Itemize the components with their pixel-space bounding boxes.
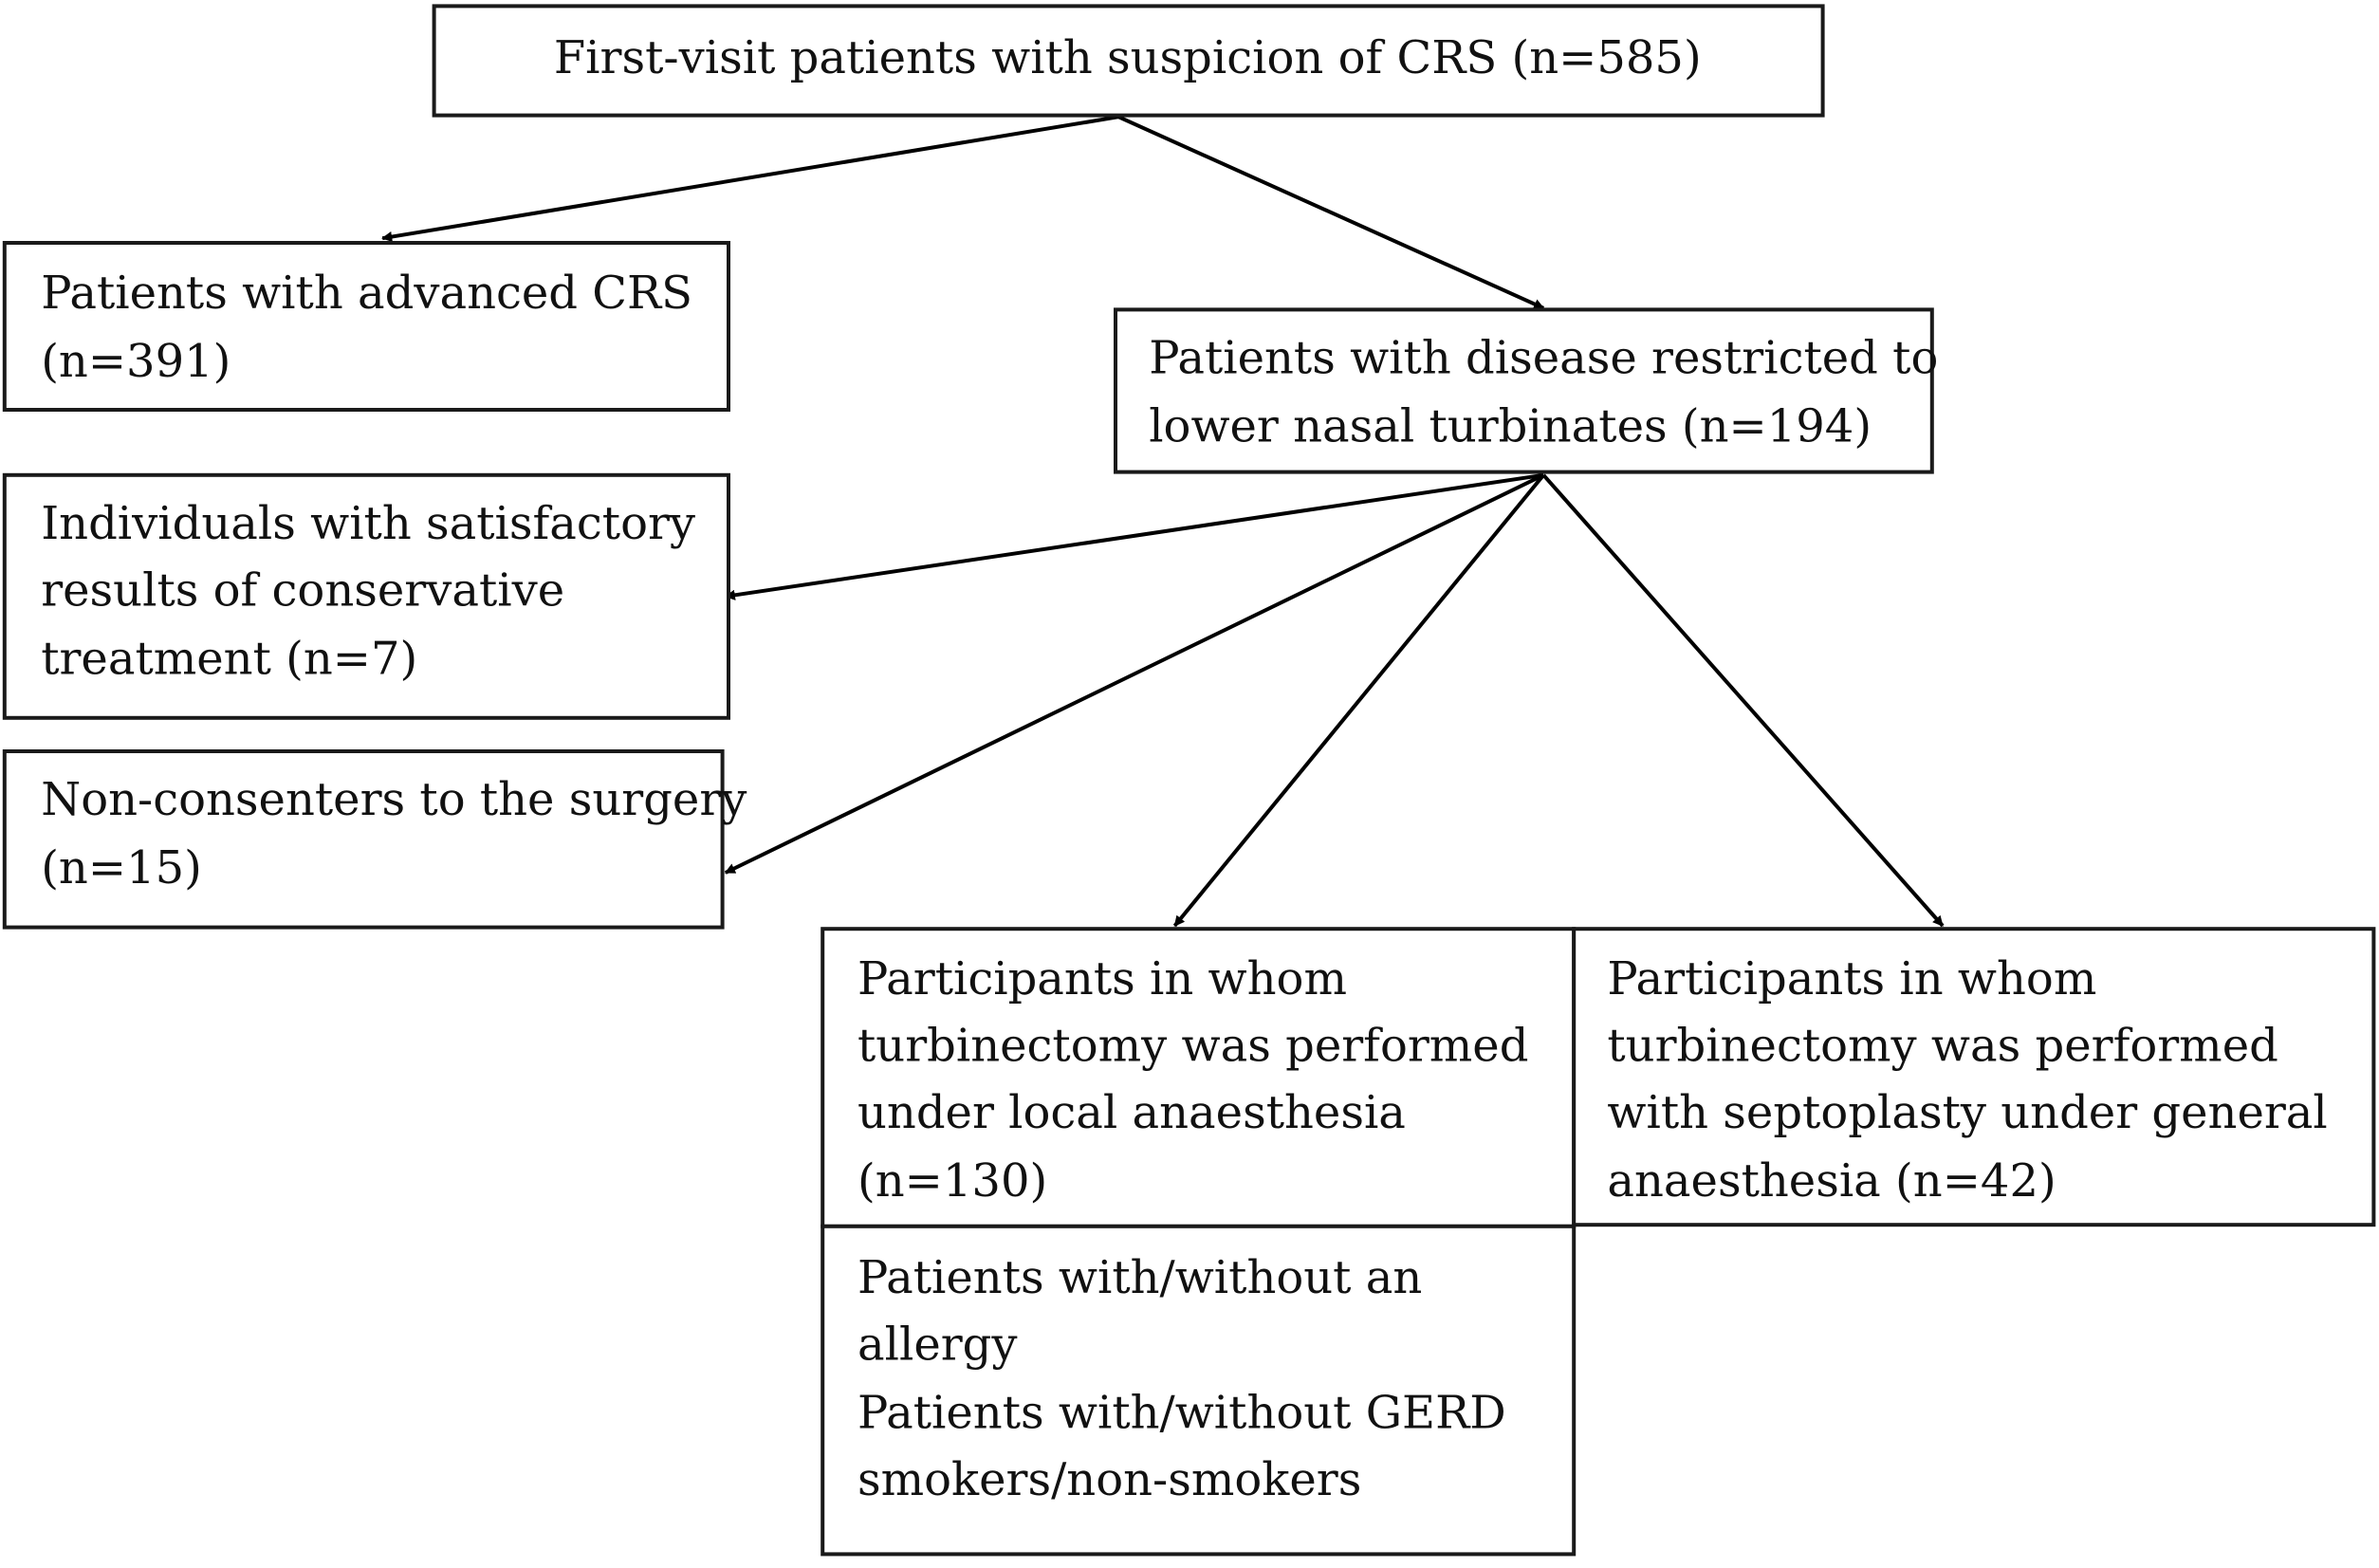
conservative-line1: Individuals with satisfactory bbox=[41, 497, 695, 550]
general-line3: with septoplasty under general bbox=[1607, 1086, 2327, 1139]
box-subgroups: Patients with/without an allergy Patient… bbox=[821, 1224, 1577, 1557]
conservative-line3: treatment (n=7) bbox=[41, 632, 417, 685]
subgroups-line3: Patients with/without GERD bbox=[858, 1387, 1506, 1440]
subgroups-line4: smokers/non-smokers bbox=[858, 1453, 1361, 1506]
box-conservative-treatment: Individuals with satisfactory results of… bbox=[2, 472, 731, 720]
arrow-restricted-to-local bbox=[1172, 473, 1545, 928]
box-advanced-crs: Patients with advanced CRS (n=391) bbox=[2, 241, 731, 413]
nonconsent-line2: (n=15) bbox=[41, 841, 202, 895]
advanced-crs-line2: (n=391) bbox=[41, 335, 231, 388]
arrow-top-to-advanced bbox=[381, 115, 1119, 243]
general-line4: anaesthesia (n=42) bbox=[1607, 1154, 2056, 1208]
local-line1: Participants in whom bbox=[858, 952, 1347, 1005]
subgroups-line2: allergy bbox=[858, 1319, 1018, 1372]
arrow-restricted-to-conservative bbox=[724, 472, 1544, 600]
box-general-anaesthesia: Participants in whom turbinectomy was pe… bbox=[1572, 927, 2376, 1227]
local-line3: under local anaesthesia bbox=[858, 1086, 1406, 1139]
general-line1: Participants in whom bbox=[1607, 952, 2096, 1005]
arrow-top-to-restricted bbox=[1117, 115, 1545, 310]
local-line4: (n=130) bbox=[858, 1154, 1047, 1208]
local-line2: turbinectomy was performed bbox=[858, 1019, 1528, 1072]
box-local-anaesthesia: Participants in whom turbinectomy was pe… bbox=[821, 927, 1577, 1228]
subgroups-line1: Patients with/without an bbox=[858, 1251, 1422, 1304]
box-non-consenters: Non-consenters to the surgery (n=15) bbox=[2, 749, 747, 930]
restricted-line2: lower nasal turbinates (n=194) bbox=[1149, 400, 1872, 453]
advanced-crs-line1: Patients with advanced CRS bbox=[41, 267, 692, 320]
arrow-restricted-to-nonconsent bbox=[724, 473, 1545, 875]
conservative-line2: results of conservative bbox=[41, 563, 564, 617]
first-visit-text: First-visit patients with suspicion of C… bbox=[554, 31, 1702, 84]
nonconsent-line1: Non-consenters to the surgery bbox=[41, 773, 747, 826]
arrow-restricted-to-general bbox=[1541, 473, 1945, 928]
box-first-visit: First-visit patients with suspicion of C… bbox=[432, 4, 1825, 118]
restricted-line1: Patients with disease restricted to bbox=[1149, 332, 1938, 385]
box-restricted-turbinates: Patients with disease restricted to lowe… bbox=[1114, 307, 1938, 474]
general-line2: turbinectomy was performed bbox=[1607, 1019, 2278, 1072]
